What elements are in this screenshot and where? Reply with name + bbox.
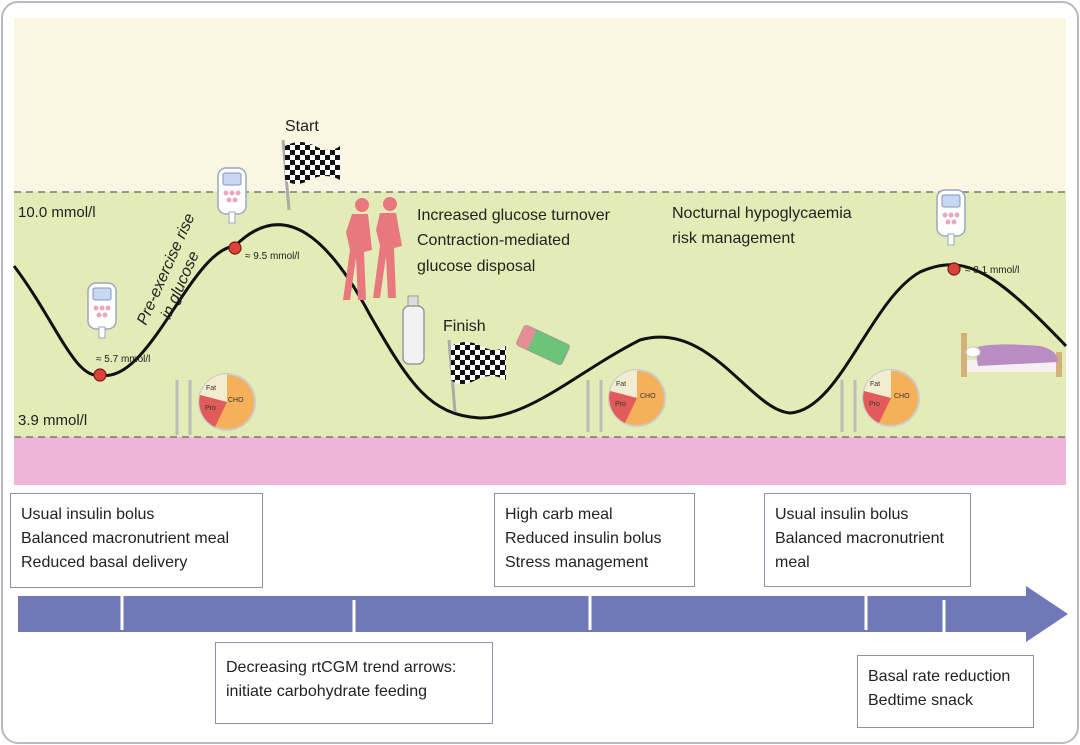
glucose-meter-icon — [936, 189, 966, 246]
timeline-box-line: Usual insulin bolus — [775, 506, 909, 523]
hypoglycaemia-zone — [14, 437, 1066, 485]
plate-cho-label: CHO — [640, 393, 656, 400]
timeline-box-line: initiate carbohydrate feeding — [226, 683, 428, 700]
plate-cho-label: CHO — [228, 397, 244, 404]
timeline-box-line: Usual insulin bolus — [21, 506, 155, 523]
runners-icon — [343, 197, 402, 300]
timeline-arrow — [18, 586, 1068, 642]
timeline-box-5: Basal rate reduction Bedtime snack — [857, 655, 1034, 728]
timeline-box-line: Stress management — [505, 554, 649, 571]
meal-plate-icon: Fat Pro CHO — [198, 373, 256, 431]
plate-pro-label: Pro — [205, 405, 216, 412]
timeline-box-line: Basal rate reduction — [868, 668, 1011, 685]
plate-pro-label: Pro — [615, 401, 626, 408]
bed-icon — [961, 333, 1062, 377]
timeline-box-line: Balanced macronutrient meal — [21, 530, 230, 547]
timeline-box-line: Balanced macronutrient — [775, 530, 944, 547]
glucose-meter-icon — [87, 282, 117, 339]
cutlery-icon — [175, 380, 192, 435]
reading-label-1: ≈ 5.7 mmol/l — [96, 354, 150, 365]
reading-dot-3 — [947, 262, 961, 276]
start-label: Start — [285, 118, 319, 135]
exercise-effect-line: Increased glucose turnover — [417, 207, 611, 224]
water-bottle-icon — [402, 295, 425, 365]
meal-plate-icon: Fat Pro CHO — [862, 369, 920, 427]
cutlery-icon — [840, 380, 857, 432]
hyperglycaemia-zone — [14, 18, 1066, 192]
lower-threshold-label: 3.9 mmol/l — [18, 412, 87, 429]
exercise-effect-line: Contraction-mediated — [417, 232, 570, 249]
nocturnal-label-line: risk management — [672, 230, 795, 247]
plate-fat-label: Fat — [206, 385, 216, 392]
finish-label: Finish — [443, 318, 486, 335]
plate-pro-label: Pro — [869, 401, 880, 408]
timeline-box-2: Decreasing rtCGM trend arrows: initiate … — [215, 642, 493, 724]
glucose-meter-icon — [217, 167, 247, 224]
exercise-effect-line: glucose disposal — [417, 258, 535, 275]
timeline-box-line: High carb meal — [505, 506, 613, 523]
timeline-box-line: Bedtime snack — [868, 692, 973, 709]
plate-fat-label: Fat — [616, 381, 626, 388]
timeline-box-line: Decreasing rtCGM trend arrows: — [226, 659, 457, 676]
reading-label-3: ≈ 8.1 mmol/l — [965, 265, 1019, 276]
timeline-box-4: Usual insulin bolus Balanced macronutrie… — [764, 493, 971, 587]
plate-fat-label: Fat — [870, 381, 880, 388]
plate-cho-label: CHO — [894, 393, 910, 400]
timeline-box-3: High carb meal Reduced insulin bolus Str… — [494, 493, 695, 587]
cutlery-icon — [586, 380, 603, 432]
reading-dot-1 — [93, 368, 107, 382]
nocturnal-label-line: Nocturnal hypoglycaemia — [672, 205, 852, 222]
snack-bar-icon — [516, 324, 570, 366]
reading-label-2: ≈ 9.5 mmol/l — [245, 251, 299, 262]
reading-dot-2 — [228, 241, 242, 255]
timeline-box-line: meal — [775, 554, 810, 571]
timeline-box-line: Reduced insulin bolus — [505, 530, 662, 547]
timeline-box-1: Usual insulin bolus Balanced macronutrie… — [10, 493, 263, 588]
glucose-curve — [12, 223, 1068, 420]
upper-threshold-label: 10.0 mmol/l — [18, 204, 96, 221]
meal-plate-icon: Fat Pro CHO — [608, 369, 666, 427]
timeline-box-line: Reduced basal delivery — [21, 554, 188, 571]
